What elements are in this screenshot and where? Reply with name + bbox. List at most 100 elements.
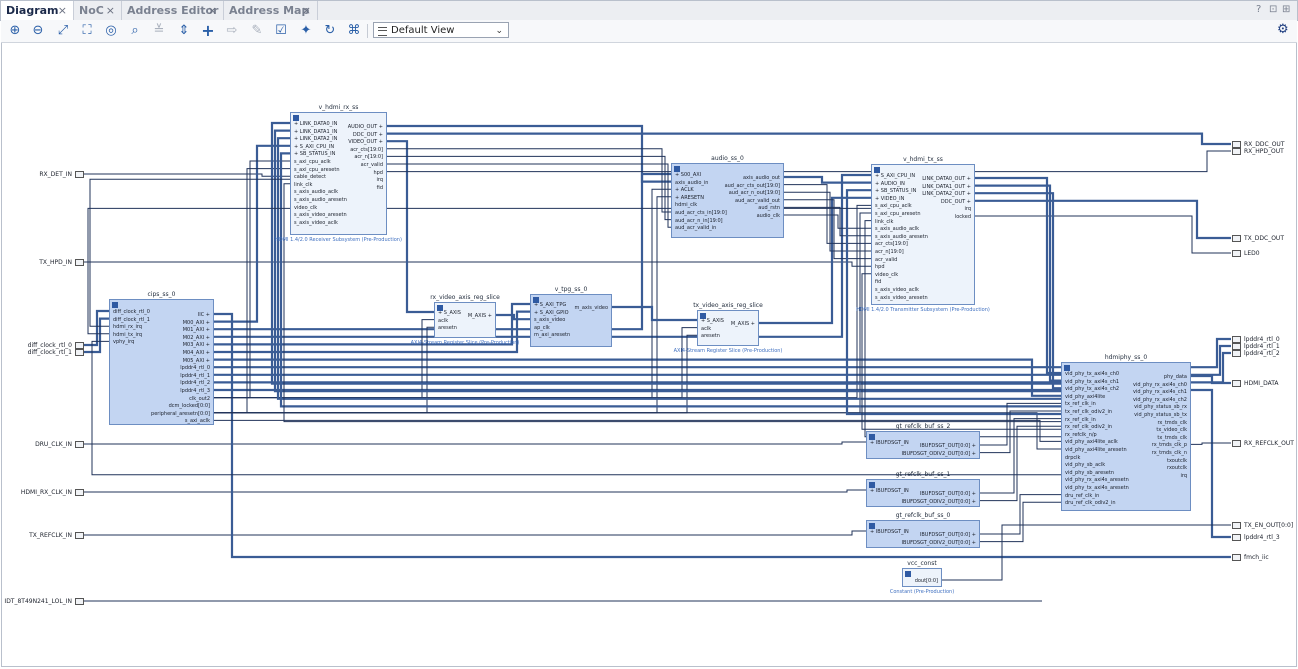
external-port-icon[interactable]	[75, 171, 84, 178]
block-expand-icon[interactable]	[905, 571, 911, 577]
interface-bus[interactable]	[214, 388, 1231, 539]
external-port-icon[interactable]	[1232, 141, 1241, 148]
block-expand-icon[interactable]	[293, 115, 299, 121]
block-pin[interactable]: acr_cts[19:0]	[350, 146, 383, 153]
block-pin[interactable]: s_axi_aclk	[184, 418, 210, 425]
external-port-icon[interactable]	[75, 349, 84, 356]
block-pin[interactable]: rx_refclk_n/p	[1065, 431, 1097, 438]
block-pin[interactable]: + S_AXI_GPIO	[534, 309, 569, 316]
block-pin[interactable]: lpddr4_rtl_3	[180, 388, 210, 394]
block-pin[interactable]: aud_acr_valid_out	[735, 197, 780, 204]
block-pin[interactable]: + S00_AXI	[675, 172, 702, 178]
net-wire[interactable]	[84, 261, 871, 267]
block-pin[interactable]: peripheral_aresetn[0:0]	[151, 410, 210, 417]
external-port-icon[interactable]	[1232, 554, 1241, 561]
block-pin[interactable]: m_axi_aresetn	[534, 332, 571, 339]
interface-bus[interactable]	[1191, 374, 1231, 385]
block-pin[interactable]: rx_tmds_clk_p	[1151, 442, 1187, 449]
block-pin[interactable]: vid_phy_rx_axi4s_aresetn	[1065, 477, 1129, 484]
block-pin[interactable]: aclk	[701, 325, 712, 332]
block-pin[interactable]: DDC_OUT +	[940, 198, 971, 205]
block-pin[interactable]: s_axi_cpu_aclk	[875, 203, 912, 210]
block-pin[interactable]: fid	[875, 279, 882, 286]
block-pin[interactable]: IBUFDSGT_ODIV2_OUT[0:0] +	[901, 450, 976, 457]
block-pin[interactable]: + VIDEO_IN	[875, 195, 905, 202]
block-pin[interactable]: acr_valid	[875, 256, 898, 263]
help-icon[interactable]: ?	[1256, 4, 1262, 15]
block-pin[interactable]: acr_n[19:0]	[875, 249, 904, 255]
block-pin[interactable]: rx_ref_clk_in	[1065, 416, 1096, 423]
net-wire[interactable]	[980, 425, 1061, 502]
net-wire[interactable]	[387, 148, 671, 213]
view-select[interactable]: Default View ⌄	[373, 22, 509, 38]
block-pin[interactable]: vid_phy_status_sb_tx	[1134, 412, 1187, 418]
ip-block-v-hdmi-rx-ss[interactable]: + LINK_DATA0_IN+ LINK_DATA1_IN+ LINK_DAT…	[290, 112, 387, 235]
block-pin[interactable]: s_axi_cpu_aresetn	[294, 166, 340, 173]
net-wire[interactable]	[864, 220, 1191, 438]
block-pin[interactable]: dru_ref_clk_odiv2_in	[1065, 500, 1116, 507]
block-pin[interactable]: + LINK_DATA0_IN	[294, 121, 338, 127]
block-expand-icon[interactable]	[874, 167, 880, 173]
block-pin[interactable]: vid_phy_axi4lite_aresetn	[1065, 447, 1127, 453]
block-pin[interactable]: s_axis_video_aclk	[294, 219, 338, 226]
tab-diagram[interactable]: Diagram×	[1, 1, 74, 20]
block-pin[interactable]: IBUFDSGT_OUT[0:0] +	[919, 443, 976, 449]
block-pin[interactable]: AUDIO_OUT +	[347, 124, 383, 130]
block-pin[interactable]: M_AXIS +	[467, 313, 492, 319]
block-pin[interactable]: hpd	[373, 169, 383, 176]
block-pin[interactable]: video_clk	[294, 204, 318, 211]
block-pin[interactable]: diff_clock_rtl_0	[113, 309, 150, 315]
tab-address-map[interactable]: Address Map×	[224, 1, 318, 20]
block-pin[interactable]: s_axis_audio_aclk	[875, 226, 920, 233]
block-pin[interactable]: + AUDIO_IN	[875, 180, 905, 187]
tab-address-editor[interactable]: Address Editor×	[122, 1, 224, 20]
block-pin[interactable]: rx_ref_clk_odiv2_in	[1065, 424, 1113, 431]
net-wire[interactable]	[784, 206, 871, 237]
interface-bus[interactable]	[276, 137, 1191, 400]
net-wire[interactable]	[84, 530, 866, 536]
block-pin[interactable]: clk_out2	[189, 395, 210, 402]
block-pin[interactable]: m_axis_video	[574, 305, 608, 311]
pin-icon[interactable]: ✦	[300, 23, 312, 38]
block-pin[interactable]: video_clk	[875, 271, 899, 278]
block-expand-icon[interactable]	[437, 305, 443, 311]
net-wire[interactable]	[1191, 442, 1231, 445]
interface-bus[interactable]	[214, 312, 1231, 559]
net-wire[interactable]	[980, 418, 1061, 494]
block-pin[interactable]: axis_audio_in	[675, 179, 709, 186]
net-wire[interactable]	[942, 524, 1231, 581]
block-pin[interactable]: lpddr4_rtl_0	[180, 365, 210, 372]
block-pin[interactable]: dru_ref_clk_in	[1065, 492, 1100, 499]
block-pin[interactable]: irq	[376, 177, 383, 184]
external-port-icon[interactable]	[75, 259, 84, 266]
block-pin[interactable]: s_axi_cpu_aresetn	[875, 211, 921, 217]
block-pin[interactable]: LINK_DATA1_OUT +	[922, 183, 971, 190]
external-port-icon[interactable]	[75, 489, 84, 496]
block-expand-icon[interactable]	[1064, 365, 1070, 371]
external-port-icon[interactable]	[1232, 440, 1241, 447]
block-pin[interactable]: irq	[964, 206, 971, 213]
block-pin[interactable]: aud_acr_cts_out[19:0]	[724, 182, 780, 189]
external-port-icon[interactable]	[75, 342, 84, 349]
block-pin[interactable]: tx_ref_clk_in	[1065, 401, 1096, 408]
block-pin[interactable]: M00_AXI +	[182, 319, 210, 326]
block-pin[interactable]: hdmi_rx_irq	[113, 324, 143, 331]
net-wire[interactable]	[784, 214, 871, 229]
block-pin[interactable]: M03_AXI +	[182, 342, 210, 349]
block-pin[interactable]: IBUFDSGT_OUT[0:0] +	[919, 491, 976, 497]
block-pin[interactable]: audio_clk	[756, 213, 780, 219]
block-pin[interactable]: dcm_locked[0:0]	[168, 403, 210, 410]
net-wire[interactable]	[214, 419, 1061, 442]
block-pin[interactable]: vid_phy_tx_axi4s_ch0	[1065, 371, 1120, 377]
validate-icon[interactable]: ☑	[275, 23, 287, 38]
net-wire[interactable]	[784, 184, 871, 244]
block-pin[interactable]: IBUFDSGT_ODIV2_OUT[0:0] +	[901, 498, 976, 505]
net-wire[interactable]	[84, 441, 866, 445]
external-port-icon[interactable]	[1232, 350, 1241, 357]
block-pin[interactable]: aud_acr_n_out[19:0]	[728, 190, 780, 197]
interface-bus[interactable]	[214, 337, 1231, 369]
block-pin[interactable]: vphy_irq	[113, 339, 135, 346]
block-diagram-canvas[interactable]: v_hdmi_rx_ss+ LINK_DATA0_IN+ LINK_DATA1_…	[1, 43, 1297, 667]
